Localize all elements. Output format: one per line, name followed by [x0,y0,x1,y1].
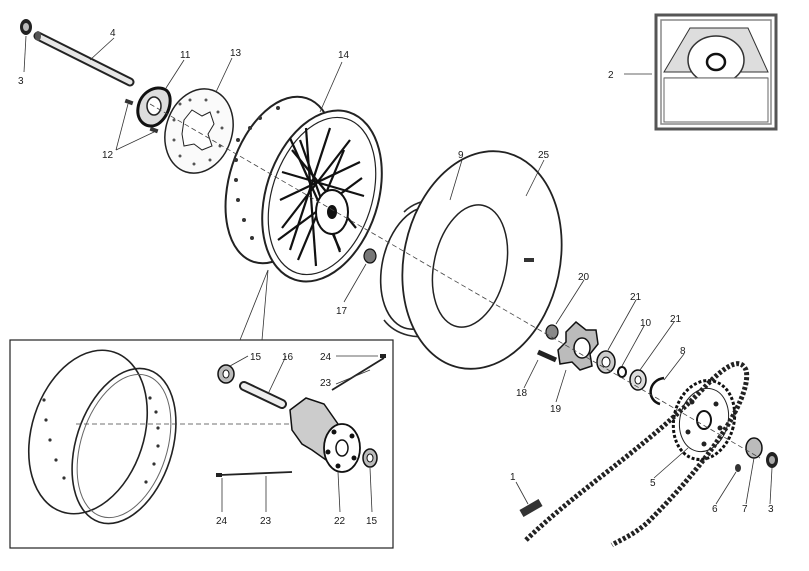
callout-9: 9 [458,150,464,161]
callout-11: 11 [180,50,191,61]
part-wheel-spacer[interactable] [363,248,377,264]
inset-rim-detail[interactable] [9,335,394,549]
part-hub-seals[interactable] [596,350,647,391]
callout-14: 14 [338,50,350,61]
callout-3: 3 [768,504,774,515]
callout-labels: 3 4 11 13 14 12 9 25 2 17 18 19 20 21 10… [18,28,774,527]
part-circlip[interactable] [649,376,665,406]
callout-5: 5 [650,478,656,489]
callout-16: 16 [282,352,294,363]
part-spoked-rim[interactable] [206,83,403,297]
callout-21: 21 [630,292,642,303]
part-sprocket-nuts[interactable] [735,437,778,472]
part-bearing[interactable] [545,324,559,340]
part-axle[interactable] [33,31,135,87]
callout-18: 18 [516,388,528,399]
callout-23: 23 [320,378,332,389]
callout-7: 7 [742,504,748,515]
part-tyre[interactable] [383,136,581,384]
part-axle-nut[interactable] [20,19,32,35]
callout-6: 6 [712,504,718,515]
part-bracket-bolts[interactable] [124,98,159,134]
callout-17: 17 [336,306,348,317]
part-chain[interactable] [524,361,750,548]
callout-12: 12 [102,150,114,161]
callout-15: 15 [366,516,378,527]
part-sprocket-carrier[interactable] [557,320,599,371]
callout-22: 22 [334,516,346,527]
callout-24: 24 [320,352,332,363]
callout-19: 19 [550,404,562,415]
part-chain-link[interactable] [519,499,543,517]
callout-25: 25 [538,150,550,161]
callout-24: 24 [216,516,228,527]
callout-4: 4 [110,28,116,39]
callout-23: 23 [260,516,272,527]
callout-8: 8 [680,346,686,357]
leader-lines [23,35,773,513]
callout-3: 3 [18,76,24,87]
part-caliper-bracket[interactable] [136,86,172,128]
part-brake-disc[interactable] [154,80,243,182]
part-cush-stud[interactable] [536,349,558,363]
callout-1: 1 [510,472,516,483]
callout-15: 15 [250,352,262,363]
callout-2: 2 [608,70,614,81]
callout-21: 21 [670,314,682,325]
inset-sprocket-cover[interactable] [654,13,778,131]
callout-10: 10 [640,318,652,329]
callout-13: 13 [230,48,242,59]
callout-20: 20 [578,272,590,283]
